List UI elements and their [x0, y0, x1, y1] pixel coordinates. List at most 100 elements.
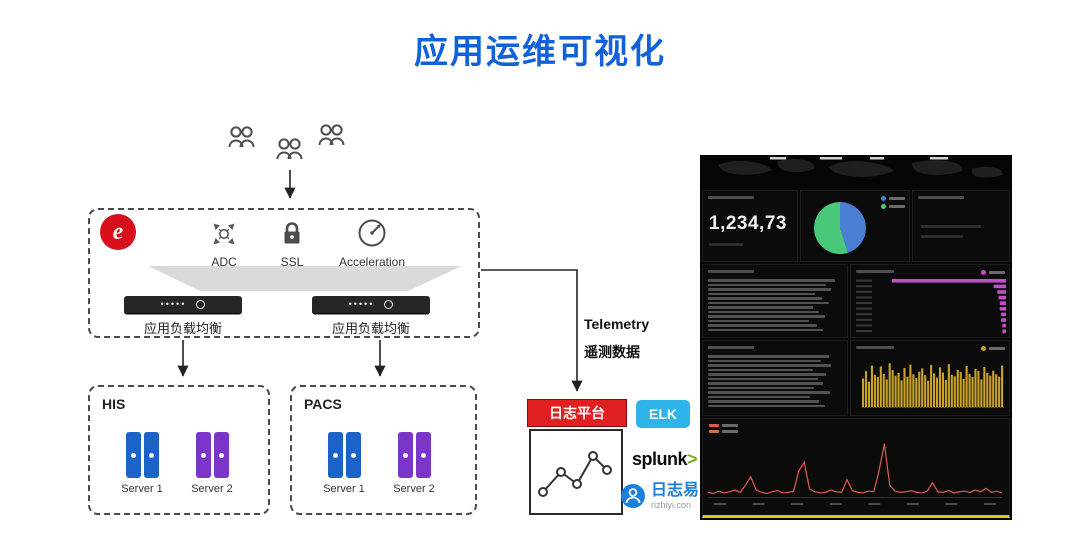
bar-legend	[981, 270, 1005, 275]
log-row	[708, 395, 810, 398]
panel-title-placeholder	[856, 346, 894, 349]
log-row	[708, 292, 816, 295]
log-row	[708, 364, 832, 367]
content-placeholder	[921, 235, 963, 238]
legend-text-placeholder	[722, 424, 738, 427]
pie-legend	[881, 196, 905, 209]
load-balancer-appliance: •••••	[312, 296, 430, 313]
rizhiyi-domain: rizhiyi.con	[651, 499, 692, 510]
server-icon-his-1	[126, 432, 159, 478]
rizhiyi-logo: 日志易 rizhiyi.con	[620, 482, 699, 510]
subtitle-placeholder	[709, 243, 743, 246]
page-title: 应用运维可视化	[414, 33, 666, 71]
panel-title-placeholder	[918, 196, 964, 199]
panel-title-placeholder	[708, 346, 754, 349]
legend-dot	[881, 196, 886, 201]
legend-text-placeholder	[989, 271, 1005, 274]
server-tower	[346, 432, 361, 478]
log-row	[708, 324, 817, 327]
pacs-server-group-box	[290, 385, 477, 515]
server-tower	[214, 432, 229, 478]
legend-text-placeholder	[722, 430, 738, 433]
load-balancer-appliance: •••••	[124, 296, 242, 313]
pie-chart	[814, 202, 866, 254]
pacs-group-label: PACS	[304, 396, 342, 412]
legend-dot	[981, 270, 986, 275]
appliance-dial-icon	[384, 300, 394, 309]
users-icon	[228, 124, 345, 160]
legend-text-placeholder	[989, 347, 1005, 350]
line-legend	[709, 424, 738, 433]
log-platform-box: 日志平台	[527, 399, 627, 427]
panel-total-count: 1,234,73	[702, 190, 798, 262]
log-row-list	[708, 355, 842, 409]
log-row	[708, 373, 826, 376]
log-row	[708, 310, 820, 313]
legend-dot	[881, 204, 886, 209]
panel-gold-histogram	[850, 340, 1010, 416]
line-chart-icon	[538, 451, 612, 497]
log-row	[708, 382, 824, 385]
log-row	[708, 359, 821, 362]
legend-dash	[709, 424, 719, 427]
splunk-logo: splunk>	[632, 449, 698, 470]
log-row	[708, 297, 822, 300]
speedometer-icon	[358, 219, 386, 247]
server-tower	[328, 432, 343, 478]
log-row	[708, 377, 818, 380]
elk-badge: ELK	[636, 400, 690, 428]
horizontal-bar-chart	[856, 279, 1006, 333]
adc-gateway-box	[88, 208, 480, 338]
log-row	[708, 368, 813, 371]
log-row-list	[708, 279, 842, 333]
appliance-dial-icon	[196, 300, 206, 309]
server-label: Server 1	[323, 483, 365, 495]
log-row	[708, 355, 829, 358]
content-placeholder	[921, 225, 981, 228]
feature-adc: ADC	[182, 219, 266, 269]
log-row	[708, 404, 825, 407]
legend-dash	[709, 430, 719, 433]
line-chart	[707, 443, 1003, 505]
panel-empty	[912, 190, 1010, 262]
panel-red-line-chart	[702, 418, 1010, 518]
feature-acceleration: Acceleration	[330, 217, 414, 269]
panel-pie-chart	[800, 190, 910, 262]
load-balancer-label: 应用负载均衡	[331, 321, 410, 336]
server-tower	[144, 432, 159, 478]
server-label: Server 2	[191, 483, 233, 495]
server-tower	[416, 432, 431, 478]
server-tower	[398, 432, 413, 478]
appliance-led-dots: •••••	[160, 299, 187, 309]
array-networks-logo: e	[100, 214, 136, 250]
splunk-wordmark: splunk	[632, 449, 688, 469]
panel-title-placeholder	[708, 196, 754, 199]
feature-ssl-label: SSL	[280, 255, 304, 269]
column-histogram	[862, 363, 1004, 408]
log-row	[708, 391, 830, 394]
log-row	[708, 306, 813, 309]
log-row	[708, 283, 826, 286]
rizhiyi-wordmark: 日志易	[651, 482, 700, 499]
legend-text-placeholder	[889, 205, 905, 208]
histogram-legend	[981, 346, 1005, 351]
telemetry-label-en: Telemetry	[584, 316, 650, 332]
ops-dashboard: 1,234,73	[700, 155, 1012, 520]
panel-log-list-bottom	[702, 340, 848, 416]
panel-title-placeholder	[856, 270, 894, 273]
beam-shape	[148, 266, 462, 291]
legend-dot	[981, 346, 986, 351]
log-row	[708, 400, 820, 403]
feature-adc-label: ADC	[211, 255, 237, 269]
panel-log-list-top	[702, 264, 848, 338]
server-icon-pacs-2	[398, 432, 431, 478]
log-row	[708, 386, 814, 389]
panel-magenta-bars	[850, 264, 1010, 338]
splunk-arrow: >	[687, 449, 698, 469]
log-row	[708, 328, 824, 331]
his-group-label: HIS	[102, 396, 126, 412]
server-label: Server 1	[121, 483, 163, 495]
panel-title-placeholder	[708, 270, 754, 273]
log-row	[708, 319, 809, 322]
